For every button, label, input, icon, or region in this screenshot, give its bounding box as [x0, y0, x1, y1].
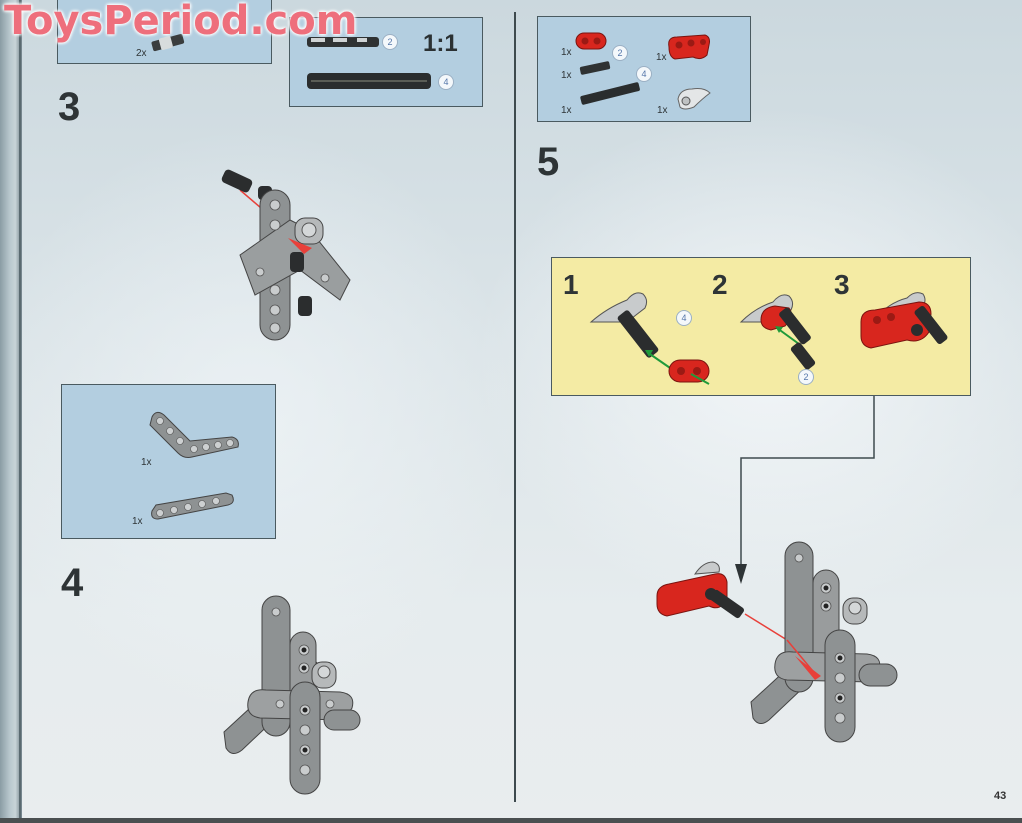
sub-step-number-3: 3	[834, 269, 850, 300]
length-badge-2: 2	[612, 45, 628, 61]
step-number-5: 5	[537, 140, 560, 184]
length-badge-4: 4	[636, 66, 652, 82]
sub-step-number-2: 2	[712, 269, 728, 300]
parts-panel-previous: 2x	[57, 0, 272, 64]
axle-2-icon	[307, 37, 379, 47]
qty-label: 1x	[561, 70, 572, 81]
red-beam-icon	[668, 34, 710, 60]
length-badge-2: 2	[382, 34, 398, 50]
axle-4-icon	[580, 82, 640, 105]
length-badge-4: 4	[438, 74, 454, 90]
sub-assembly-panel: 1 2 3 4 2	[551, 257, 971, 396]
gray-claw-icon	[677, 88, 711, 110]
qty-label: 2x	[136, 48, 147, 59]
page-divider	[514, 12, 516, 802]
parts-panel-step-4: 1x 1x	[61, 384, 276, 539]
sub-step-number-1: 1	[563, 269, 579, 300]
length-badge-4: 4	[676, 310, 692, 326]
page-bottom-edge	[0, 818, 1022, 823]
qty-label: 1x	[561, 47, 572, 58]
sub-step-2-illustration	[739, 294, 816, 370]
step-4-assembly-illustration	[223, 595, 361, 795]
spine-edge-line	[19, 0, 21, 823]
qty-label: 1x	[141, 457, 152, 468]
scale-panel: 2 4 1:1	[289, 17, 483, 107]
book-spine	[0, 0, 22, 823]
connector-peg-icon	[151, 34, 185, 52]
qty-label: 1x	[561, 105, 572, 116]
step-number-4: 4	[61, 561, 84, 605]
parts-panel-step-5: 1x 1x 2 1x 4 1x 1x	[537, 16, 751, 122]
step-number-3: 3	[58, 85, 81, 129]
axle-4-icon	[307, 73, 431, 89]
qty-label: 1x	[132, 516, 143, 527]
step-3-assembly-illustration	[221, 169, 351, 341]
length-badge-2: 2	[798, 369, 814, 385]
watermark: ToysPeriod.com	[4, 0, 358, 44]
red-connector-icon	[575, 32, 607, 50]
step-5-assembly-illustration	[656, 541, 898, 743]
axle-2-icon	[579, 61, 611, 75]
qty-label: 1x	[657, 105, 668, 116]
sub-step-1-illustration	[589, 292, 710, 385]
sub-step-3-illustration	[860, 292, 948, 349]
page-number: 43	[994, 790, 1007, 802]
sub-assembly-connector-arrow	[735, 396, 875, 584]
straight-liftarm-icon	[151, 492, 234, 520]
scale-label: 1:1	[423, 30, 458, 57]
bent-liftarm-icon	[149, 411, 239, 458]
qty-label: 1x	[656, 52, 667, 63]
